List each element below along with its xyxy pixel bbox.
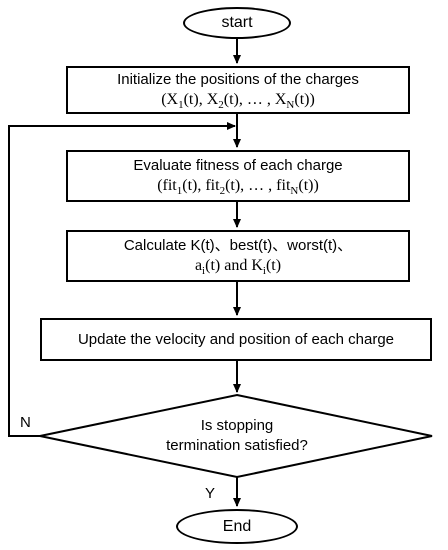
init-positions-text: Initialize the positions of the charges <box>117 71 359 88</box>
calculate-formula: ai(t) and Ki(t) <box>194 257 282 278</box>
decision-line1: Is stopping <box>200 417 274 434</box>
calculate-text: Calculate K(t)、best(t)、worst(t)、 <box>123 237 353 254</box>
evaluate-fitness-box: Evaluate fitness of each charge (fit1(t)… <box>66 150 410 202</box>
init-positions-formula: (X1(t), X2(t), … , XN(t)) <box>161 91 315 112</box>
decision-line2: termination satisfied? <box>166 437 308 454</box>
end-node: End <box>176 509 298 544</box>
init-positions-box: Initialize the positions of the charges … <box>66 66 410 114</box>
start-node: start <box>183 7 291 39</box>
evaluate-fitness-formula: (fit1(t), fit2(t), … , fitN(t)) <box>157 177 319 198</box>
update-text: Update the velocity and position of each… <box>77 330 395 348</box>
arrow-no-loop-back <box>8 122 236 437</box>
update-box: Update the velocity and position of each… <box>40 318 432 361</box>
calculate-box: Calculate K(t)、best(t)、worst(t)、 ai(t) a… <box>66 230 410 282</box>
start-label: start <box>221 14 253 31</box>
no-branch-label: N <box>20 414 31 431</box>
evaluate-fitness-text: Evaluate fitness of each charge <box>133 157 343 174</box>
yes-branch-label: Y <box>205 485 216 502</box>
decision-text: Is stopping termination satisfied? <box>120 416 354 456</box>
end-label: End <box>222 517 252 535</box>
